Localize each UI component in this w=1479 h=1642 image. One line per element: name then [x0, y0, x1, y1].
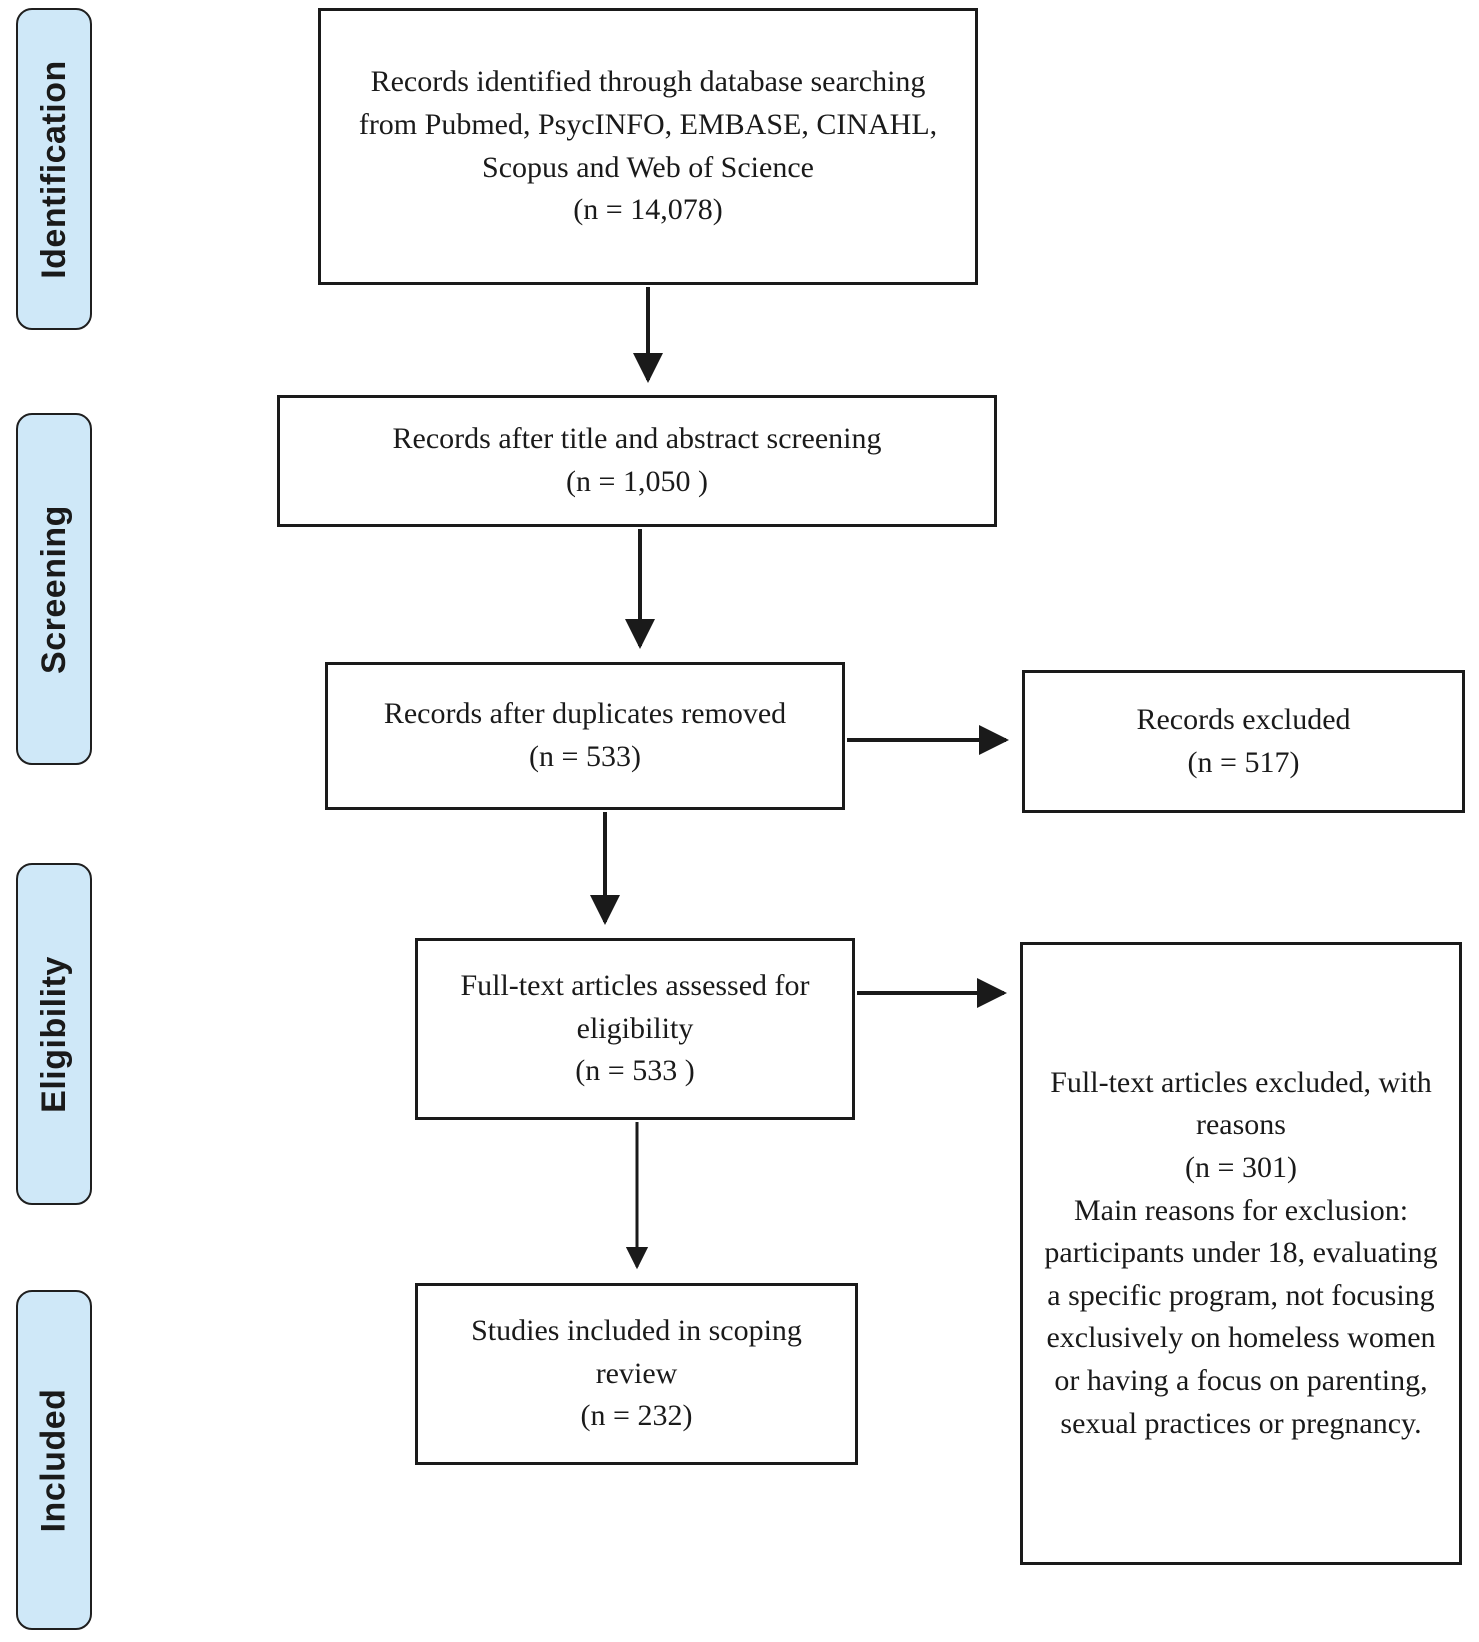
box-duplicates-removed-count: (n = 533) — [529, 740, 641, 773]
box-records-excluded: Records excluded (n = 517) — [1022, 670, 1465, 813]
box-duplicates-removed-text: Records after duplicates removed — [383, 697, 787, 731]
box-records-identified: Records identified through database sear… — [318, 8, 978, 285]
box-records-identified-text: Records identified through database sear… — [358, 65, 938, 184]
box-title-abstract-screening-count: (n = 1,050 ) — [566, 465, 708, 498]
stage-label-screening-text: Screening — [34, 504, 73, 674]
box-studies-included: Studies included in scoping review (n = … — [415, 1283, 858, 1465]
box-records-excluded-text: Records excluded — [1136, 702, 1351, 736]
box-fulltext-excluded-count: (n = 301) — [1185, 1151, 1297, 1185]
box-fulltext-excluded: Full-text articles excluded, with reason… — [1020, 942, 1462, 1565]
stage-label-eligibility: Eligibility — [16, 863, 92, 1205]
box-fulltext-assessed: Full-text articles assessed for eligibil… — [415, 938, 855, 1120]
stage-label-eligibility-text: Eligibility — [34, 955, 73, 1113]
stage-label-identification-text: Identification — [34, 59, 73, 279]
box-title-abstract-screening: Records after title and abstract screeni… — [277, 395, 997, 527]
box-studies-included-count: (n = 232) — [580, 1399, 693, 1433]
box-fulltext-excluded-text: Full-text articles excluded, with reason… — [1050, 1065, 1432, 1142]
box-fulltext-excluded-reasons: Main reasons for exclusion: participants… — [1044, 1193, 1438, 1440]
stage-label-included-text: Included — [34, 1388, 73, 1532]
stage-label-included: Included — [16, 1290, 92, 1630]
box-title-abstract-screening-text: Records after title and abstract screeni… — [392, 422, 882, 456]
stage-label-identification: Identification — [16, 8, 92, 330]
box-records-excluded-count: (n = 517) — [1187, 745, 1300, 779]
box-records-identified-count: (n = 14,078) — [573, 193, 723, 227]
box-fulltext-assessed-count: (n = 533 ) — [575, 1054, 695, 1088]
stage-label-screening: Screening — [16, 413, 92, 765]
box-duplicates-removed: Records after duplicates removed (n = 53… — [325, 662, 845, 810]
box-studies-included-text: Studies included in scoping review — [471, 1314, 802, 1390]
box-fulltext-assessed-text: Full-text articles assessed for eligibil… — [460, 969, 810, 1045]
